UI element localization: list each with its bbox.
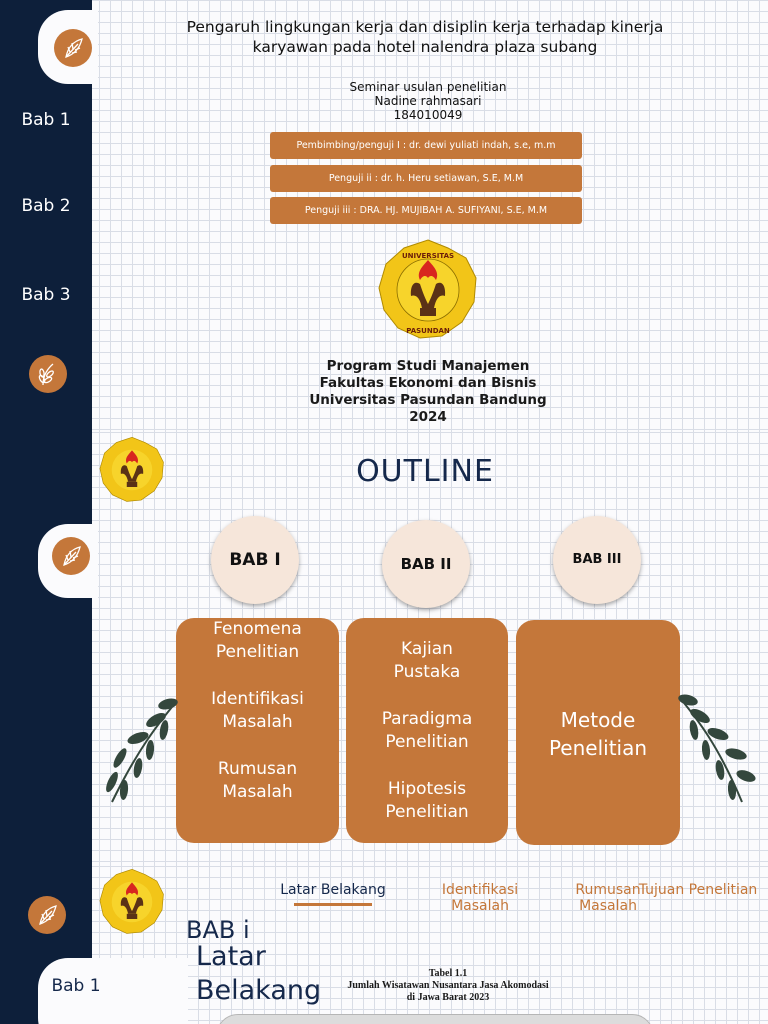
tab-tujuan-penelitian[interactable]: Tujuan Penelitian [638, 882, 758, 898]
leaf-icon[interactable] [28, 896, 66, 934]
outline-item: Fenomena Penelitian [213, 619, 302, 662]
institution-year: 2024 [409, 409, 447, 425]
leaf-branch-right [676, 690, 758, 806]
outline-item: Metode Penelitian [548, 708, 648, 760]
chapter-3-circle[interactable]: BAB III [553, 516, 641, 604]
seminar-subtitle: Seminar usulan penelitian [349, 80, 507, 94]
table-title: Jumlah Wisatawan Nusantara Jasa Akomodas… [347, 980, 549, 991]
sidebar-tab [38, 958, 188, 1024]
logo-text-bottom: PASUNDAN [406, 327, 450, 335]
university-logo [98, 868, 166, 936]
outline-item: Kajian Pustaka [393, 639, 461, 682]
chapter-1-slide: Bab 1 Latar Belakang Identifikasi Masala… [0, 866, 768, 1024]
chapter-3-card[interactable]: Metode Penelitian [516, 620, 680, 845]
institution-line-2: Fakultas Ekonomi dan Bisnis [319, 375, 537, 391]
table-caption: Tabel 1.1 Jumlah Wisatawan Nusantara Jas… [300, 968, 596, 1004]
university-logo: UNIVERSITAS PASUNDAN [376, 238, 480, 342]
leaf-icon[interactable] [54, 29, 92, 67]
logo-text-top: UNIVERSITAS [402, 252, 454, 260]
examiner-3-button[interactable]: Penguji iii : DRA. HJ. MUJIBAH A. SUFIYA… [270, 197, 582, 224]
student-name: Nadine rahmasari [374, 94, 482, 108]
leaf-branch-left [98, 694, 180, 806]
wheat-icon[interactable] [29, 355, 67, 393]
chapter-1-circle[interactable]: BAB I [211, 516, 299, 604]
sidebar-item-bab-2[interactable]: Bab 2 [21, 196, 71, 216]
sidebar [0, 432, 92, 866]
sidebar-item-bab-3[interactable]: Bab 3 [21, 285, 71, 305]
table-subtitle: di Jawa Barat 2023 [406, 992, 490, 1003]
institution-line-1: Program Studi Manajemen [326, 358, 530, 374]
chapter-1-card[interactable]: Fenomena Penelitian Identifikasi Masalah… [176, 618, 339, 843]
table-header-bar [216, 1014, 654, 1024]
outline-heading: OUTLINE [356, 454, 494, 489]
institution-line-3: Universitas Pasundan Bandung [309, 392, 547, 408]
chapter-label: BAB i [186, 916, 250, 944]
outline-item: Identifikasi Masalah [211, 689, 304, 732]
sidebar-item-bab-1[interactable]: Bab 1 [51, 976, 101, 996]
outline-item: Rumusan Masalah [217, 759, 298, 802]
presentation-title: Pengaruh lingkungan kerja dan disiplin k… [186, 18, 664, 56]
tab-rumusan-masalah[interactable]: Rumusan Masalah [575, 882, 641, 914]
examiner-2-button[interactable]: Penguji ii : dr. h. Heru setiawan, S.E, … [270, 165, 582, 192]
chapter-2-card[interactable]: Kajian Pustaka Paradigma Penelitian Hipo… [346, 618, 508, 843]
chapter-2-circle[interactable]: BAB II [382, 520, 470, 608]
examiner-1-button[interactable]: Pembimbing/penguji I : dr. dewi yuliati … [270, 132, 582, 159]
outline-slide: OUTLINE BAB I BAB II BAB III Fenomena Pe… [0, 432, 768, 866]
sidebar-item-bab-1[interactable]: Bab 1 [21, 110, 71, 130]
tab-latar-belakang[interactable]: Latar Belakang [280, 882, 386, 898]
outline-item: Paradigma Penelitian [381, 709, 473, 752]
university-logo [98, 436, 166, 504]
student-id: 184010049 [393, 108, 463, 122]
section-heading: Latar Belakang [196, 941, 322, 1006]
table-number: Tabel 1.1 [428, 968, 468, 979]
outline-item: Hipotesis Penelitian [385, 779, 469, 822]
title-slide: Bab 1 Bab 2 Bab 3 Pengaruh lingkungan ke… [0, 0, 768, 432]
leaf-icon[interactable] [52, 537, 90, 575]
tab-identifikasi-masalah[interactable]: Identifikasi Masalah [441, 882, 519, 914]
active-tab-underline [294, 903, 372, 906]
